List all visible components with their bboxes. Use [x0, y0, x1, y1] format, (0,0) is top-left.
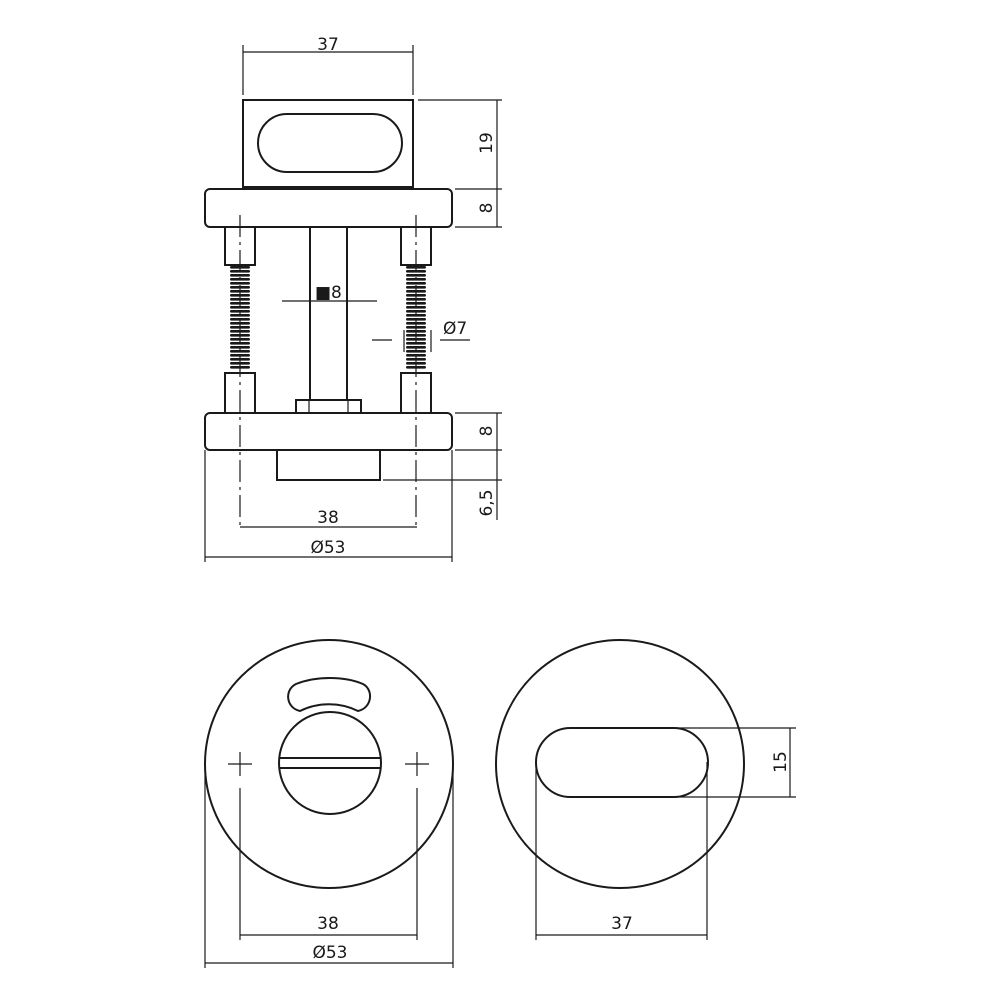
screw-hole-marks: [228, 752, 429, 776]
dim-rose-diameter: Ø53: [310, 538, 345, 558]
spindle: [309, 226, 348, 401]
thread-ridge: [406, 314, 426, 317]
dim-screw: Ø7: [443, 319, 467, 339]
front-view-thumbturn-side: 15 37: [495, 639, 796, 940]
thumbturn-oval-front: [535, 727, 709, 798]
dim-rose-bottom: 8: [477, 426, 497, 437]
rose-circle-right: [495, 639, 745, 889]
screw-threads: [230, 266, 426, 369]
thread-ridge: [406, 306, 426, 309]
front-view-indicator-side: 38 Ø53: [204, 639, 454, 968]
bottom-boss: [276, 449, 381, 481]
dim-screw-spacing-front: 38: [317, 914, 339, 934]
thread-ridge: [406, 310, 426, 313]
thread-ridge: [406, 274, 426, 277]
thread-ridge: [230, 310, 250, 313]
indicator-window: [287, 677, 371, 713]
dim-rose-top: 8: [477, 203, 497, 214]
thread-ridge: [230, 282, 250, 285]
coin-slot: [279, 757, 381, 769]
side-view: 37 19 8 8 6,5 ■8 Ø7 38 Ø53: [204, 35, 502, 562]
dim-boss-height: 6,5: [477, 489, 497, 516]
dim-oval-height: 15: [771, 751, 791, 773]
thread-ridge: [230, 318, 250, 321]
dim-thumbturn-height: 19: [477, 132, 497, 154]
thread-ridge: [406, 282, 426, 285]
thread-ridge: [230, 306, 250, 309]
top-rose: [204, 188, 453, 228]
thumbturn-oval: [257, 113, 403, 173]
dim-screw-spacing: 38: [317, 508, 339, 528]
thumbturn: [242, 99, 414, 188]
dim-spindle: ■8: [315, 283, 342, 303]
dim-thumbturn-width: 37: [317, 35, 339, 55]
thread-ridge: [230, 274, 250, 277]
thread-ridge: [406, 350, 426, 353]
bottom-rose: [204, 412, 453, 451]
thread-ridge: [230, 350, 250, 353]
spindle-nut: [295, 399, 362, 414]
thread-ridge: [406, 318, 426, 321]
dim-oval-width: 37: [611, 914, 633, 934]
thread-ridge: [230, 342, 250, 345]
turn-knob: [278, 711, 382, 815]
thread-ridge: [230, 314, 250, 317]
dim-rose-diameter-front: Ø53: [312, 943, 347, 963]
thread-ridge: [406, 342, 426, 345]
